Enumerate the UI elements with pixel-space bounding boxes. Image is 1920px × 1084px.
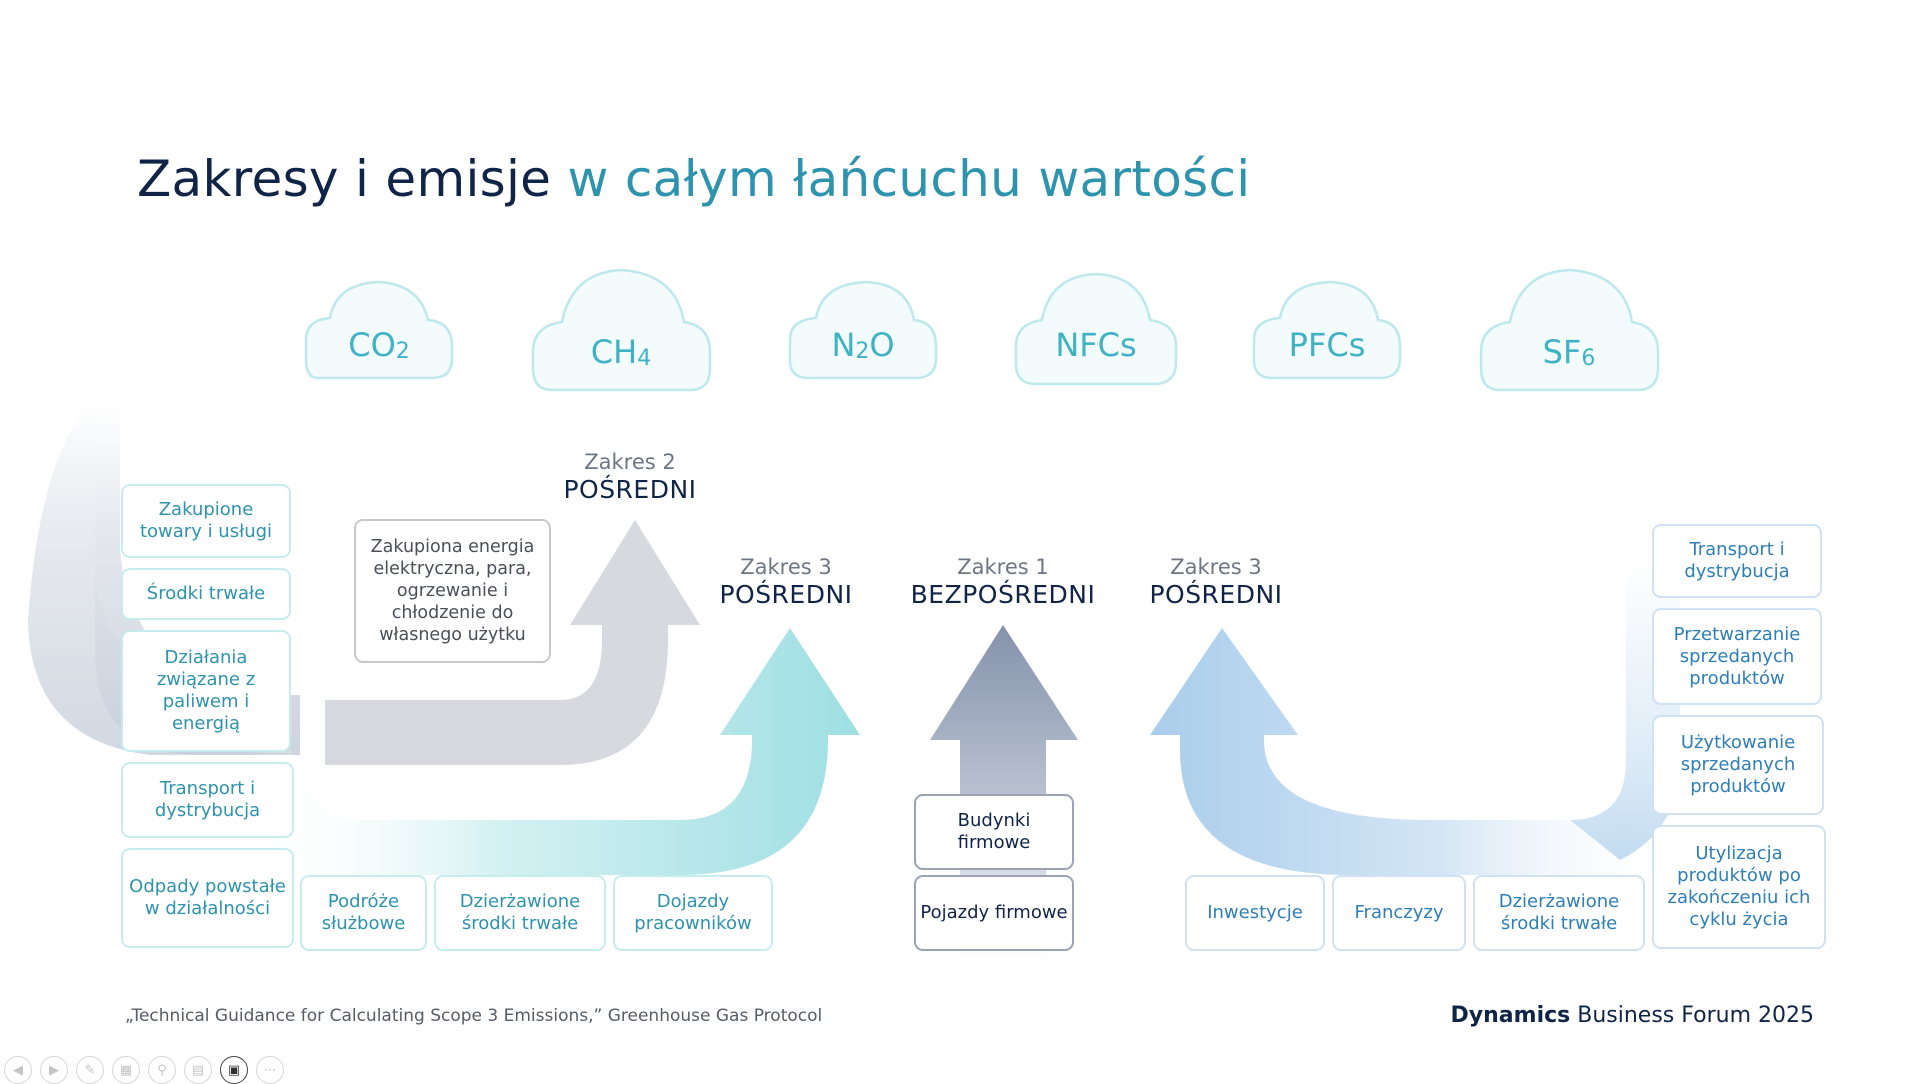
upstream-band-left-edge (28, 400, 250, 755)
gas-co2-label: CO2 (348, 326, 410, 364)
cloud-n2o (788, 280, 938, 380)
upstream-item-capital-goods: Środki trwałe (121, 568, 291, 620)
downstream-item-transport: Transport i dystrybucja (1652, 524, 1822, 598)
downstream-item-leased-assets: Dzierżawione środki trwałe (1473, 875, 1645, 951)
gas-n2o-label: N2O (831, 326, 895, 364)
scope2-label: Zakres 2 POŚREDNI (510, 450, 750, 505)
scope3-left-arrow-shape (250, 628, 860, 875)
scope2-type: POŚREDNI (563, 475, 697, 505)
downstream-band-shape (1570, 560, 1680, 860)
scope1-type: BEZPOŚREDNI (910, 580, 1096, 610)
cloud-pfcs (1252, 280, 1402, 380)
scope3-left-name: Zakres 3 (740, 555, 832, 579)
gas-sf6-label: SF6 (1542, 333, 1596, 371)
cloud-co2 (304, 280, 454, 380)
scope3-left-label: Zakres 3 POŚREDNI (666, 555, 906, 610)
downstream-item-investments: Inwestycje (1185, 875, 1325, 951)
downstream-item-processing: Przetwarzanie sprzedanych produktów (1652, 608, 1822, 705)
gas-pfcs-label: PFCs (1288, 326, 1366, 364)
scope1-item-buildings: Budynki firmowe (914, 794, 1074, 870)
upstream-item-leased-assets: Dzierżawione środki trwałe (434, 875, 606, 951)
gas-ch4-label: CH4 (590, 333, 652, 371)
scope3-right-name: Zakres 3 (1170, 555, 1262, 579)
brand-bold: Dynamics (1450, 1003, 1571, 1028)
scope1-item-vehicles: Pojazdy firmowe (914, 875, 1074, 951)
cloud-shapes (304, 268, 1660, 392)
downstream-item-end-of-life: Utylizacja produktów po zakończeniu ich … (1652, 825, 1826, 949)
scope3-left-type: POŚREDNI (719, 580, 853, 610)
gas-nfcs-label: NFCs (1055, 326, 1137, 364)
brand-footer: Dynamics Business Forum 2025 (1451, 1003, 1814, 1028)
title-dark-part: Zakresy i emisje (137, 150, 552, 208)
scope2-purchased-energy-box: Zakupiona energia elektryczna, para, ogr… (354, 519, 551, 663)
scope1-name: Zakres 1 (957, 555, 1049, 579)
scope2-arrow-shape (325, 520, 700, 765)
page-title: Zakresy i emisje w całym łańcuchu wartoś… (137, 150, 1250, 208)
downstream-item-use: Użytkowanie sprzedanych produktów (1652, 715, 1824, 815)
upstream-item-waste: Odpady powstałe w działalności (121, 848, 294, 948)
scope2-name: Zakres 2 (584, 450, 676, 474)
source-footnote: „Technical Guidance for Calculating Scop… (125, 1006, 823, 1026)
scope3-right-label: Zakres 3 POŚREDNI (1096, 555, 1336, 610)
upstream-item-transport: Transport i dystrybucja (121, 762, 294, 838)
upstream-item-fuel-energy: Działania związane z paliwem i energią (121, 630, 291, 752)
title-light-part: w całym łańcuchu wartości (567, 150, 1251, 208)
scope1-label: Zakres 1 BEZPOŚREDNI (883, 555, 1123, 610)
upstream-item-commuting: Dojazdy pracowników (613, 875, 773, 951)
scope3-right-arrow-shape (1150, 628, 1680, 875)
downstream-item-franchises: Franczyzy (1332, 875, 1466, 951)
upstream-item-purchased-goods: Zakupione towary i usługi (121, 484, 291, 558)
cloud-nfcs (1014, 272, 1178, 386)
cloud-sf6 (1479, 268, 1660, 392)
cloud-ch4 (531, 268, 712, 392)
upstream-item-business-travel: Podróże służbowe (300, 875, 427, 951)
scope3-right-type: POŚREDNI (1149, 580, 1283, 610)
brand-rest: Business Forum 2025 (1577, 1003, 1814, 1028)
